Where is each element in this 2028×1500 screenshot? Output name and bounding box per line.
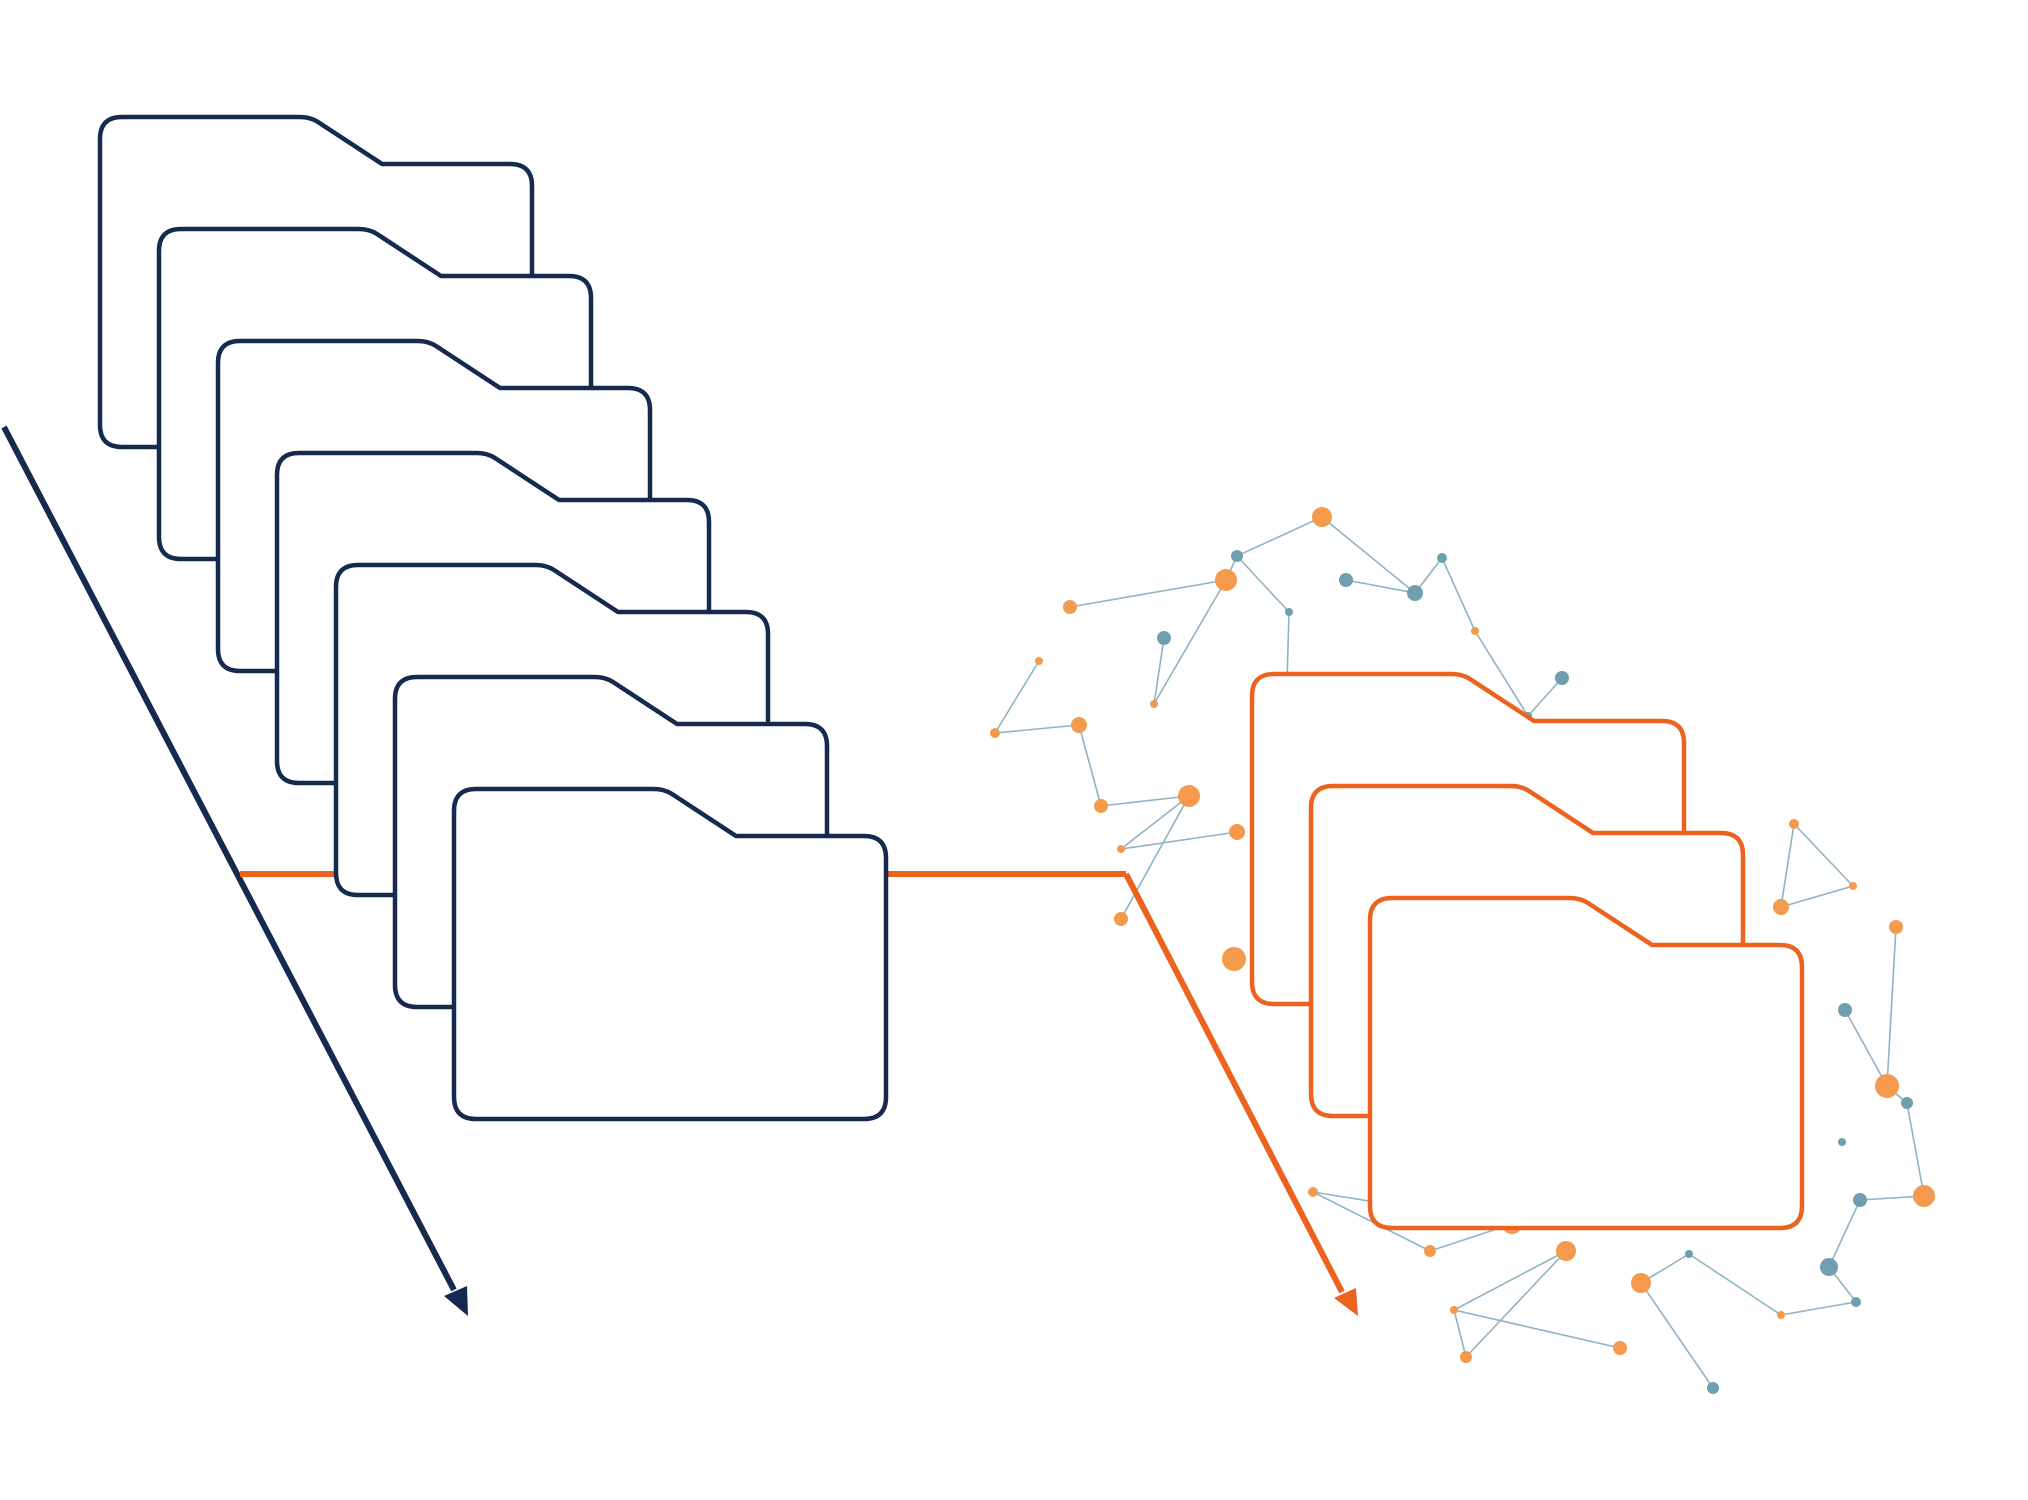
network-edge [1688,1253,1782,1316]
folder-icon [451,786,889,1122]
network-node-dot [1853,1193,1867,1207]
network-edge [994,660,1040,734]
network-node-dot [1789,819,1799,829]
network-edge [1453,1309,1621,1349]
network-edge [1100,795,1190,807]
network-node-dot [1094,799,1108,813]
network-node-dot [1685,1250,1693,1258]
network-node-dot [1851,1297,1861,1307]
network-node-dot [990,728,1000,738]
network-node-dot [1460,1351,1472,1363]
network-node-dot [1222,947,1246,971]
network-edge [1453,1250,1567,1311]
network-edge [1345,579,1416,594]
right-folder-stack [1249,671,1805,1231]
left-arrowhead-icon [444,1286,468,1316]
network-node-dot [1777,1311,1785,1319]
network-edge [1780,823,1795,908]
left-folder-stack [97,114,889,1122]
network-node-dot [1773,899,1789,915]
network-edge [1465,1250,1567,1358]
network-node-dot [1157,631,1171,645]
network-graph [990,507,1935,1394]
network-edge [1780,885,1854,908]
network-edge [1120,795,1190,850]
right-sequence-arrow [1123,872,1358,1316]
network-node-dot [1117,845,1125,853]
network-edge [1236,516,1323,557]
network-edge [1069,579,1227,608]
network-edge [1153,579,1227,705]
network-node-dot [1071,717,1087,733]
network-edge [1828,1199,1861,1268]
network-node-dot [1035,657,1043,665]
network-node-dot [1707,1382,1719,1394]
folder-icon [1367,895,1805,1231]
network-edge [1793,823,1854,887]
network-edge [1441,557,1476,632]
network-edge [1120,831,1238,850]
network-node-dot [1424,1245,1436,1257]
network-edge [1453,1309,1467,1358]
network-edge [1236,555,1290,613]
network-node-dot [1229,824,1245,840]
right-arrow-shaft [1123,872,1345,1294]
network-edge [1153,637,1165,705]
network-edge [1886,926,1897,1087]
network-node-dot [1901,1097,1913,1109]
network-node-dot [1613,1341,1627,1355]
network-node-dot [1556,1241,1576,1261]
network-node-dot [1450,1306,1458,1314]
network-edge [994,724,1080,734]
network-node-dot [1308,1187,1318,1197]
network-edge [1312,1191,1431,1252]
network-node-dot [1150,700,1158,708]
network-node-dot [1178,785,1200,807]
network-edge [1780,1301,1857,1316]
network-edge [1078,724,1102,807]
network-node-dot [1875,1074,1899,1098]
network-node-dot [1114,912,1128,926]
network-edge [1321,516,1416,594]
right-arrowhead-icon [1334,1288,1358,1316]
network-node-dot [1838,1138,1846,1146]
network-edge [1474,630,1529,717]
network-node-dot [1063,600,1077,614]
network-node-dot [1312,507,1332,527]
network-node-dot [1339,573,1353,587]
network-node-dot [1849,882,1857,890]
network-node-dot [1471,627,1479,635]
network-node-dot [1407,585,1423,601]
network-node-dot [1631,1273,1651,1293]
left-arrow-shaft [1,425,457,1292]
left-sequence-arrow [1,425,468,1316]
network-node-dot [1913,1185,1935,1207]
network-node-dot [1820,1258,1838,1276]
network-edge [1906,1102,1925,1197]
network-edge [1286,611,1290,684]
network-node-dot [1889,920,1903,934]
network-node-dot [1838,1003,1852,1017]
network-node-dot [1215,569,1237,591]
network-node-dot [1555,671,1569,685]
network-node-dot [1285,608,1293,616]
network-node-dot [1437,553,1447,563]
network-edge [1120,795,1190,920]
network-node-dot [1231,550,1243,562]
network-edge [1844,1009,1888,1087]
network-edge [1527,677,1563,717]
network-edge [1640,1282,1714,1389]
